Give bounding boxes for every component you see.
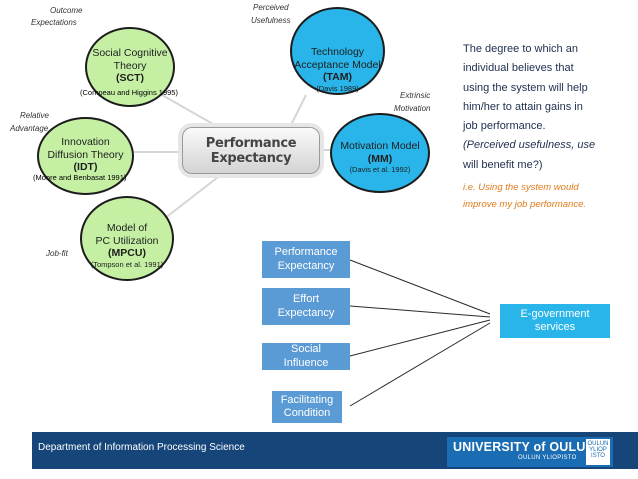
factor-effort-expectancy: Effort Expectancy (262, 288, 350, 325)
emblem-line2: YLIOP (589, 447, 607, 453)
factor-facilitating-condition: Facilitating Condition (272, 391, 342, 423)
example-text: i.e. Using the system would improve my j… (463, 179, 633, 213)
university-name: UNIVERSITY of OULU (453, 440, 586, 454)
mpcu-name2: PC Utilization (95, 234, 159, 247)
ellipse-mm: Motivation Model (MM) (Davis et al. 1992… (330, 113, 430, 193)
factor-performance-expectancy: Performance Expectancy (262, 241, 350, 278)
tam-abbr: (TAM) (323, 71, 352, 83)
factor-social-influence: Social Influence (262, 343, 350, 370)
label-relative-line2: Advantage (10, 124, 49, 133)
idt-abbr: (IDT) (73, 161, 98, 173)
definition-line2: individual believes that (463, 62, 574, 75)
factor-pe-line1: Performance (274, 246, 338, 258)
ellipse-tam: Technology Acceptance Model (TAM) (Davis… (290, 7, 385, 95)
mpcu-abbr: (MPCU) (108, 247, 146, 259)
label-perceived-line2: Usefulness (251, 16, 291, 25)
definition-line6: (Perceived usefulness, use (463, 139, 596, 152)
university-subname: OULUN YLIOPISTO (518, 455, 577, 461)
tam-name2: Acceptance Model (294, 58, 381, 71)
arrow-line-si (349, 319, 491, 357)
label-extrinsic-line2: Motivation (394, 104, 431, 113)
label-extrinsic-line1: Extrinsic (400, 91, 431, 100)
arrow-line-ee (349, 305, 491, 318)
mm-abbr: (MM) (367, 152, 393, 165)
sct-ref: (Compeau and Higgins 1995) (80, 88, 178, 97)
connector-mpcu-to-center (159, 173, 223, 223)
idt-name2: Diffusion Theory (47, 148, 124, 161)
ellipse-idt: Innovation Diffusion Theory (IDT) (37, 117, 134, 195)
target-line2: services (534, 321, 576, 333)
mpcu-name1: Model of (106, 222, 148, 234)
arrow-line-fc (349, 322, 491, 407)
connector-sct-to-center (161, 94, 221, 129)
connector-tam-to-center (289, 94, 307, 128)
example-line2: improve my job performance. (463, 199, 587, 211)
factor-si-line2: Influence (283, 356, 329, 369)
example-line1: i.e. Using the system would (463, 182, 579, 194)
factor-fc-line2: Condition (283, 407, 331, 419)
idt-name1: Innovation (61, 136, 110, 148)
factor-ee-line2: Expectancy (277, 306, 335, 319)
factor-ee-line1: Effort (292, 293, 320, 305)
university-emblem-icon: OULUN YLIOP ISTO (586, 439, 610, 465)
tam-ref: (Davis 1989) (316, 83, 359, 93)
university-logo: UNIVERSITY of OULU OULUN YLIOPISTO OULUN… (447, 437, 613, 467)
mm-name1: Motivation Model (340, 140, 420, 152)
label-jobfit: Job-fit (46, 249, 68, 258)
target-line1: E-government (520, 307, 590, 320)
center-line2: Expectancy (210, 150, 292, 166)
ellipse-mpcu: Model of PC Utilization (MPCU) (Tompson … (80, 196, 174, 281)
definition-line4: him/her to attain gains in (463, 100, 583, 113)
ellipse-sct: Social Cognitive Theory (SCT) (85, 27, 175, 107)
label-outcome-line2: Expectations (31, 18, 77, 27)
center-line1: Performance (205, 135, 297, 151)
definition-line1: The degree to which an (463, 43, 578, 55)
emblem-line3: ISTO (591, 453, 605, 459)
definition-line3: using the system will help (463, 81, 588, 94)
label-relative-line1: Relative (20, 111, 49, 120)
factor-si-line1: Social (291, 343, 321, 355)
emblem-line1: OULUN (587, 441, 609, 447)
footer-bar: Department of Information Processing Sci… (32, 432, 638, 469)
sct-name1: Social Cognitive (92, 47, 168, 59)
sct-name2: Theory (113, 59, 147, 72)
definition-text: The degree to which an individual believ… (463, 40, 633, 213)
label-perceived-line1: Perceived (253, 3, 289, 12)
factor-fc-line1: Facilitating (280, 393, 334, 406)
center-performance-expectancy: Performance Expectancy (182, 127, 320, 174)
target-e-government-services: E-government services (500, 304, 610, 338)
arrow-line-pe (349, 259, 491, 315)
definition-line7: will benefit me?) (463, 158, 543, 171)
department-label: Department of Information Processing Sci… (38, 442, 245, 453)
label-outcome-line1: Outcome (50, 6, 83, 15)
mm-ref: (Davis et al. 1992) (349, 165, 411, 174)
definition-line5: job performance. (463, 120, 546, 133)
idt-ref: (Moore and Benbasat 1991) (33, 173, 127, 182)
tam-name1: Technology (310, 46, 365, 58)
mpcu-ref: (Tompson et al. 1991) (90, 259, 164, 269)
factor-pe-line2: Expectancy (277, 259, 335, 272)
sct-abbr: (SCT) (116, 72, 144, 84)
